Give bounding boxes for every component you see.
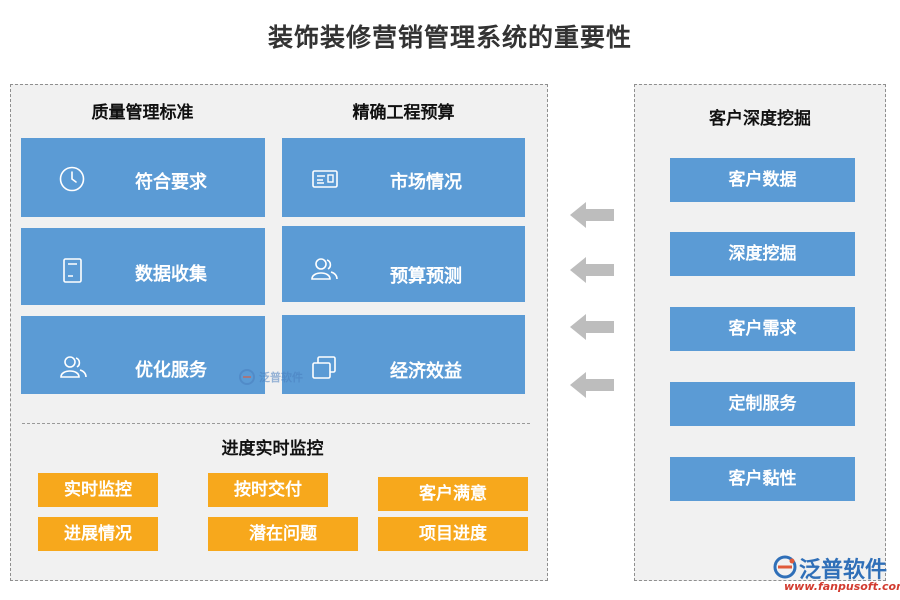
windows-icon	[312, 356, 336, 379]
section-divider	[22, 423, 530, 424]
budget-tile-3: 经济效益	[282, 315, 525, 394]
quality-heading: 质量管理标准	[91, 103, 194, 123]
watermark: 泛普软件	[238, 368, 303, 386]
budget-heading: 精确工程预算	[352, 103, 455, 123]
budget-tile-1: 市场情况	[282, 138, 525, 217]
brand-logo: 泛普软件 www.fanpusoft.com	[772, 552, 900, 596]
progress-chip-1: 实时监控	[38, 473, 158, 507]
customer-item-5: 客户黏性	[670, 457, 855, 501]
quality-tile-2: 数据收集	[21, 228, 265, 305]
progress-heading: 进度实时监控	[221, 439, 324, 459]
progress-chip-4: 进展情况	[38, 517, 158, 551]
progress-chip-5: 潜在问题	[208, 517, 358, 551]
customer-heading: 客户深度挖掘	[709, 109, 811, 129]
quality-tile-2-label: 数据收集	[135, 264, 207, 285]
quality-tile-1-label: 符合要求	[135, 172, 207, 193]
customer-item-4: 定制服务	[670, 382, 855, 426]
progress-chip-6: 项目进度	[378, 517, 528, 551]
logo-mark-icon	[773, 555, 797, 579]
budget-tile-2: 预算预测	[282, 226, 525, 302]
document-icon	[63, 258, 82, 283]
logo-name: 泛普软件	[799, 558, 888, 583]
quality-tile-3: 优化服务	[21, 316, 265, 394]
id-card-icon	[312, 170, 338, 188]
left-arrow-icon	[570, 257, 614, 283]
users-icon	[60, 356, 87, 378]
customer-item-1: 客户数据	[670, 158, 855, 202]
budget-tile-1-label: 市场情况	[390, 172, 462, 193]
logo-url: www.fanpusoft.com	[784, 580, 900, 593]
page-title: 装饰装修营销管理系统的重要性	[267, 23, 632, 52]
quality-tile-3-label: 优化服务	[135, 360, 207, 381]
left-arrow-icon	[570, 372, 614, 398]
users-icon	[311, 258, 338, 280]
progress-chip-2: 按时交付	[208, 473, 328, 507]
customer-item-3: 客户需求	[670, 307, 855, 351]
clock-icon	[59, 166, 85, 192]
left-arrow-icon	[570, 202, 614, 228]
budget-tile-2-label: 预算预测	[390, 266, 462, 287]
left-arrow-icon	[570, 314, 614, 340]
logo-mark-icon	[239, 369, 255, 385]
quality-tile-1: 符合要求	[21, 138, 265, 217]
budget-tile-3-label: 经济效益	[390, 361, 462, 382]
watermark-text: 泛普软件	[259, 371, 303, 384]
customer-item-2: 深度挖掘	[670, 232, 855, 276]
progress-chip-3: 客户满意	[378, 477, 528, 511]
